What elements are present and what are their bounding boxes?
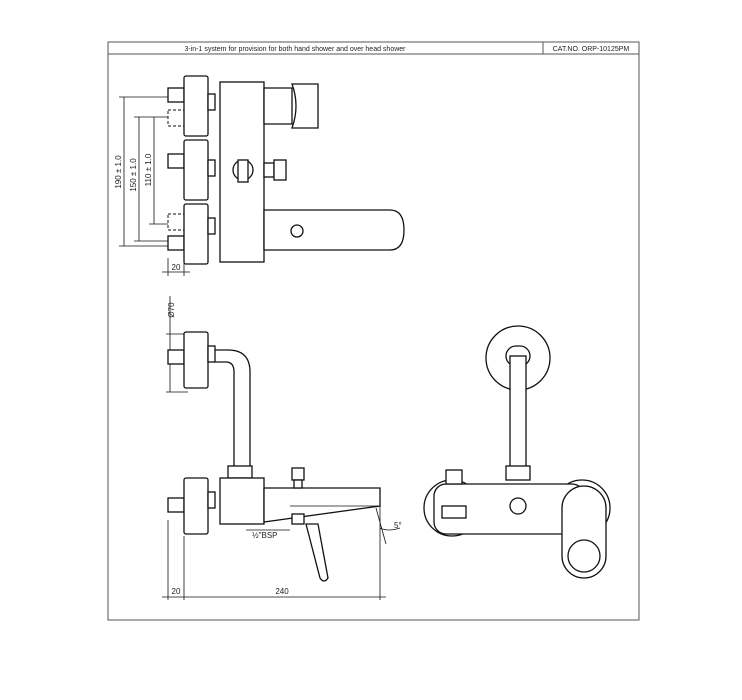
top-view: 190 ± 1.0 150 ± 1.0 110 ± 1.0 20 (114, 75, 405, 276)
dim-150-label: 150 ± 1.0 (129, 158, 138, 192)
drawing-title: 3-in-1 system for provision for both han… (184, 46, 406, 53)
dim-240-label: 240 (275, 587, 289, 596)
front-view (423, 325, 611, 579)
side-view: Ø70 5° ½"BSP 20 (162, 296, 402, 600)
dim-70-label: Ø70 (167, 302, 176, 318)
angle-5-label: 5° (394, 521, 402, 530)
dim-20-bottom-label: 20 (172, 587, 181, 596)
drawing-frame (107, 41, 640, 621)
dim-20-top-label: 20 (172, 263, 181, 272)
dim-190-label: 190 ± 1.0 (114, 155, 123, 189)
catalog-number: CAT.NO. ORP-10125PM (553, 46, 630, 53)
dim-110-label: 110 ± 1.0 (144, 153, 153, 186)
bsp-label: ½"BSP (252, 531, 278, 540)
